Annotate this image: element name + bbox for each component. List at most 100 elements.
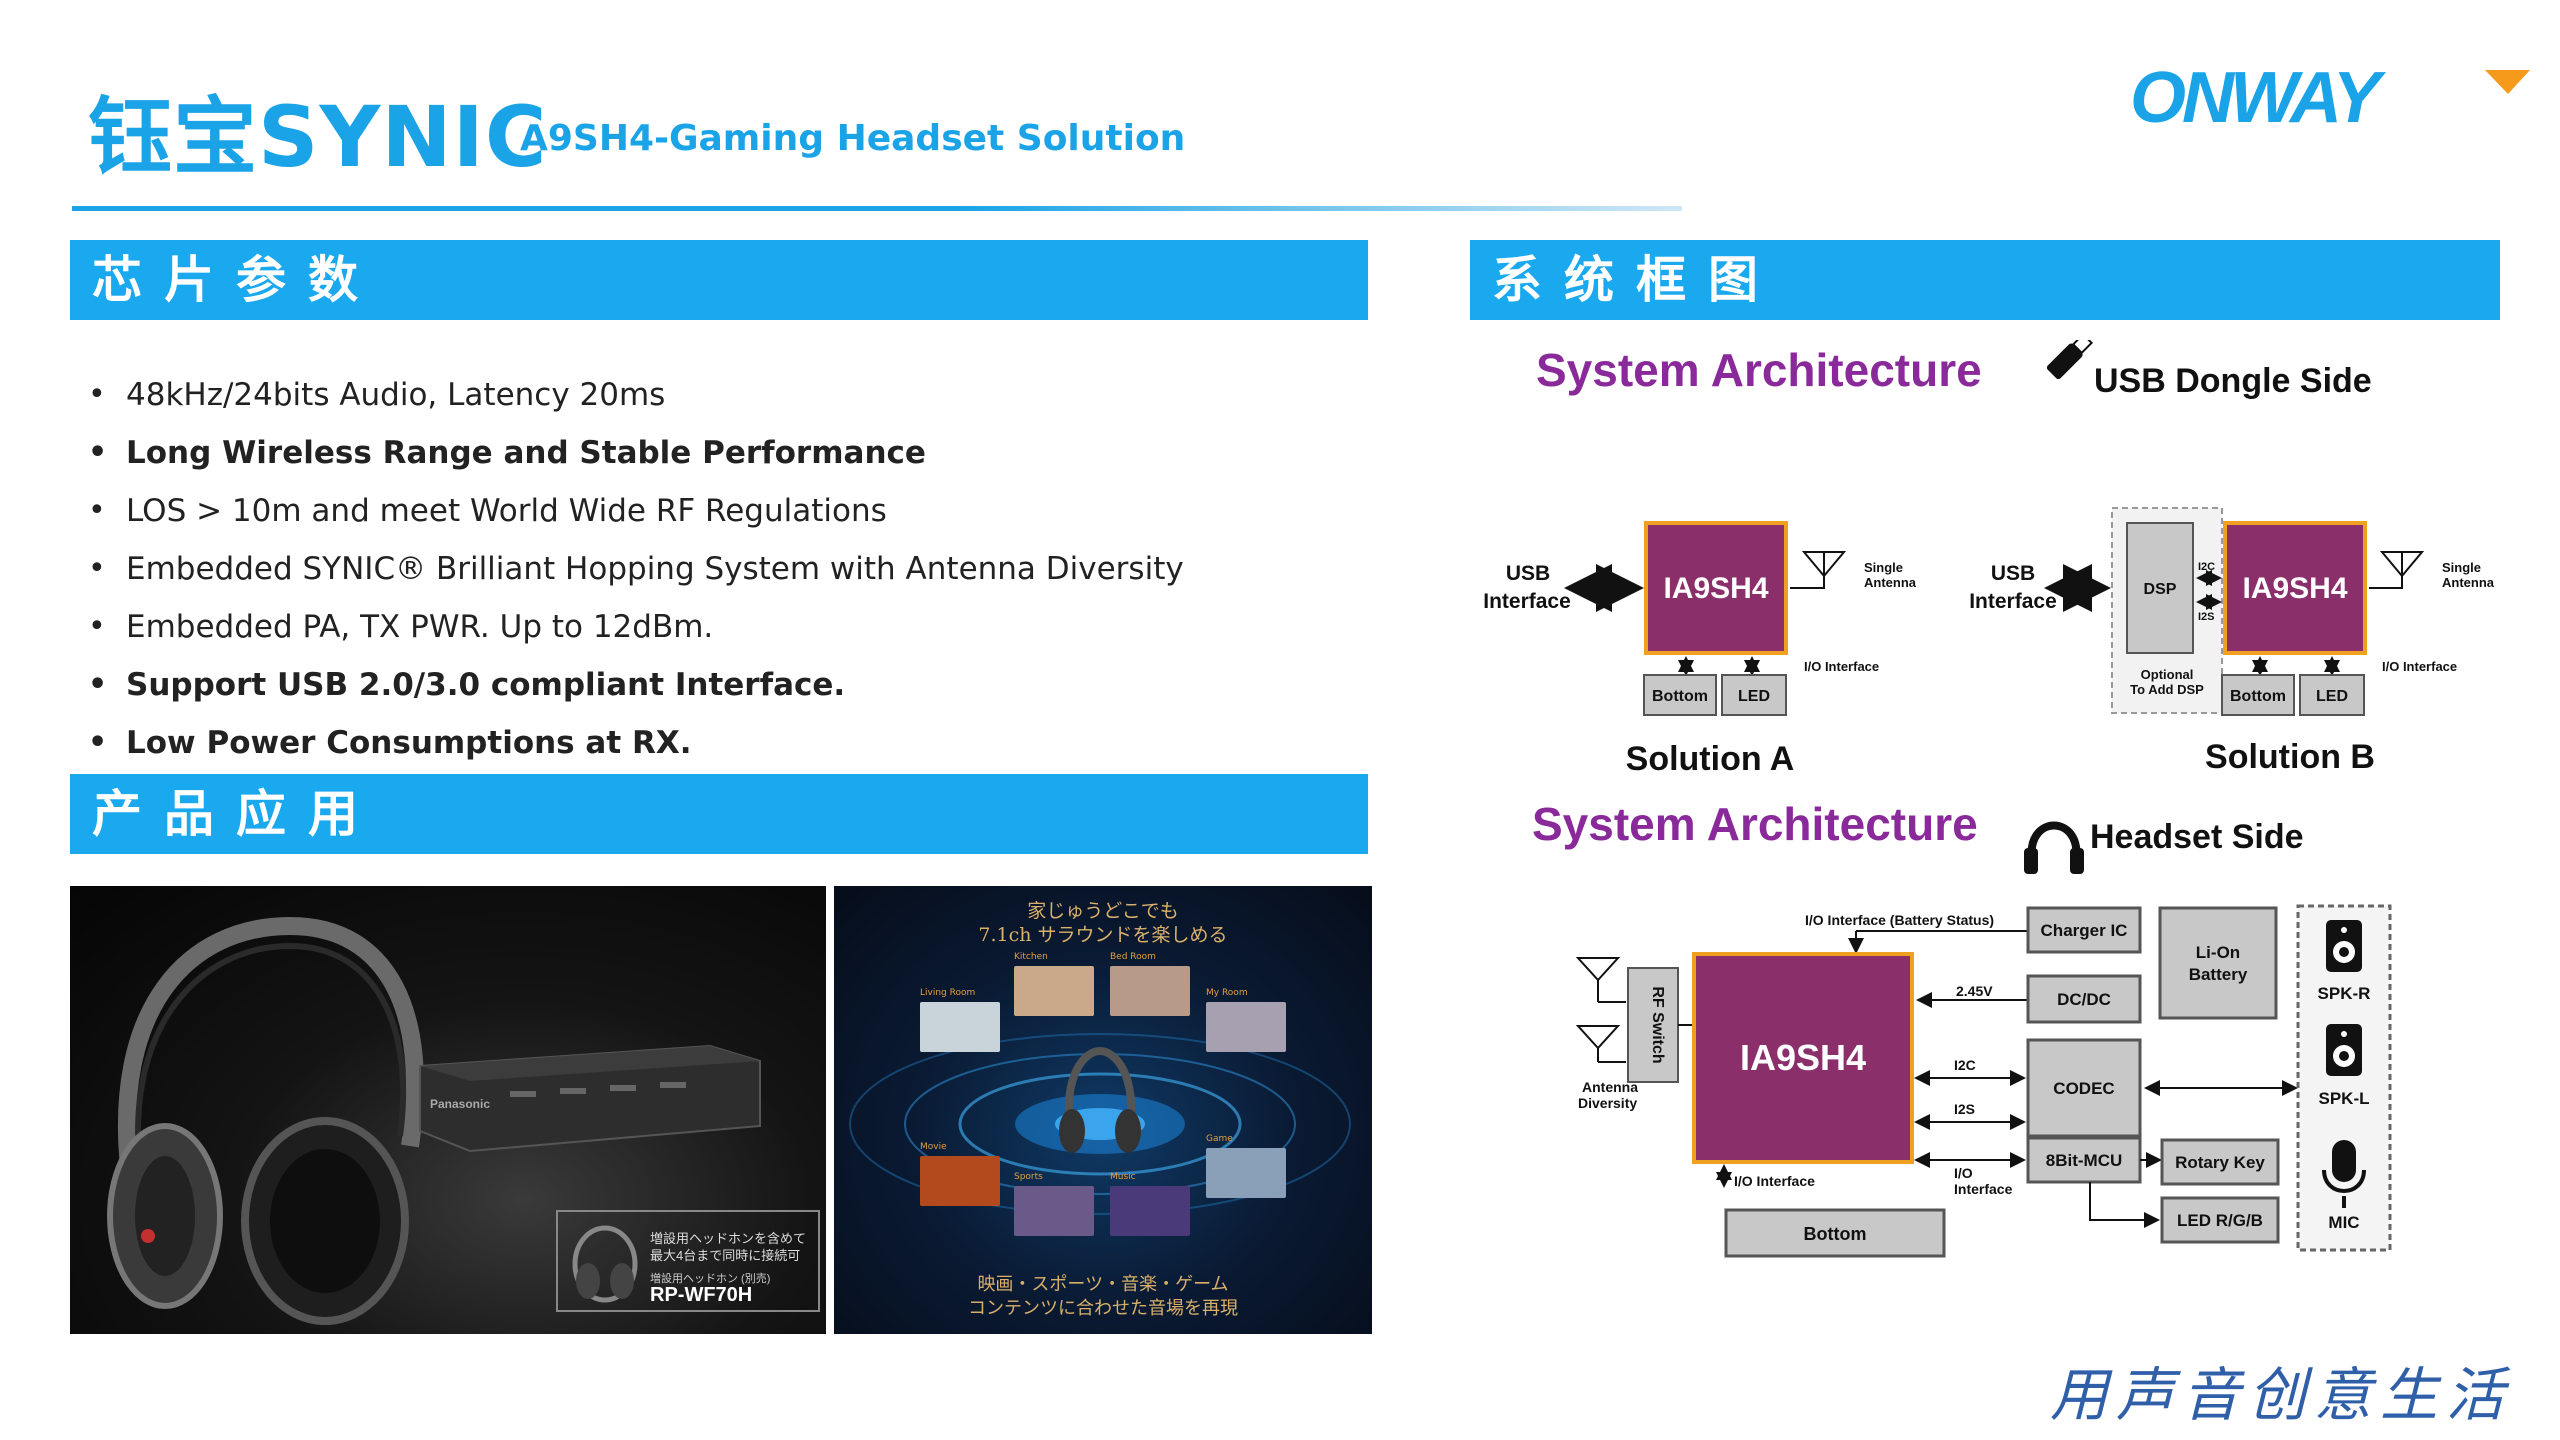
room-living-image <box>920 1002 1000 1052</box>
surround-heading-2: 7.1ch サラウンドを楽しめる <box>978 924 1228 946</box>
room-myroom-image <box>1206 1002 1286 1052</box>
room-label: Kitchen <box>1014 952 1048 962</box>
svg-text:I/O Interface (Battery Status): I/O Interface (Battery Status) <box>1805 912 1994 928</box>
svg-text:To Add DSP: To Add DSP <box>2130 682 2204 697</box>
room-game-image <box>1206 1148 1286 1198</box>
room-movie-image <box>920 1156 1000 1206</box>
chip-b <box>2223 521 2367 655</box>
svg-text:Li-On: Li-On <box>2196 943 2240 962</box>
bottom-box-a <box>1643 674 1717 716</box>
svg-text:I/O: I/O <box>1954 1165 1973 1181</box>
svg-text:Interface: Interface <box>1969 590 2057 613</box>
spec-item: Low Power Consumptions at RX. <box>88 720 1184 778</box>
room-label: Living Room <box>920 988 976 998</box>
solution-a-label: Solution A <box>1626 740 1795 778</box>
arch-title-dongle: System Architecture <box>1536 344 1982 396</box>
svg-text:I/O Interface: I/O Interface <box>2382 659 2457 674</box>
svg-text:Charger IC: Charger IC <box>2041 921 2128 940</box>
spec-item: Long Wireless Range and Stable Performan… <box>88 430 1184 488</box>
svg-text:Optional: Optional <box>2141 667 2194 682</box>
caption-box <box>556 1210 820 1312</box>
battery-box <box>2158 906 2278 1020</box>
headband-icon <box>117 916 424 1178</box>
headphone-center-icon <box>1064 1046 1136 1127</box>
spec-item: Embedded PA, TX PWR. Up to 12dBm. <box>88 604 1184 662</box>
room-label: Bed Room <box>1110 952 1156 962</box>
rf-switch-box <box>1627 967 1679 1083</box>
chip-headset <box>1692 952 1914 1164</box>
svg-text:Single: Single <box>1864 560 1903 575</box>
svg-text:Interface: Interface <box>1954 1181 2013 1197</box>
antenna-b-icon <box>2379 551 2425 578</box>
room-label: Movie <box>920 1142 947 1152</box>
svg-text:Interface: Interface <box>1483 590 1571 613</box>
svg-text:Single: Single <box>2442 560 2481 575</box>
surround-rings <box>849 1033 1351 1215</box>
headphones-illustration: Panasonic 増設用ヘッドホンを含めて 最大4台まで同時に接続可 増設用ヘ… <box>107 916 820 1325</box>
surround-footer-2: コンテンツに合わせた音場を再現 <box>968 1298 1238 1319</box>
bottom-box-headset <box>1724 1208 1946 1258</box>
header-divider <box>72 206 1682 211</box>
svg-text:CODEC: CODEC <box>2053 1079 2114 1098</box>
speaker-left-icon <box>2326 1024 2362 1076</box>
spec-item: 48kHz/24bits Audio, Latency 20ms <box>88 372 1184 430</box>
section-chip-params: 芯片参数 <box>70 240 1368 320</box>
svg-text:SPK-L: SPK-L <box>2319 1089 2370 1108</box>
spec-list: 48kHz/24bits Audio, Latency 20ms Long Wi… <box>88 372 1184 778</box>
antenna-line-a <box>1790 552 1825 589</box>
svg-text:DC/DC: DC/DC <box>2057 990 2111 1009</box>
room-label: Sports <box>1014 1172 1043 1182</box>
svg-text:SPK-R: SPK-R <box>2318 984 2371 1003</box>
svg-text:I/O Interface: I/O Interface <box>1734 1173 1815 1189</box>
svg-text:2.45V: 2.45V <box>1956 983 1993 999</box>
codec-box <box>2026 1038 2142 1138</box>
chip-a <box>1644 521 1788 655</box>
system-architecture-diagram: System Architecture USB Dongle Side USB … <box>1483 340 2495 1258</box>
svg-text:Bottom: Bottom <box>1652 688 1708 705</box>
svg-text:LED: LED <box>1738 688 1770 705</box>
page-subtitle: A9SH4-Gaming Headset Solution <box>520 118 1186 159</box>
svg-text:I2S: I2S <box>1954 1101 1975 1117</box>
spec-item: Support USB 2.0/3.0 compliant Interface. <box>88 662 1184 720</box>
svg-text:IA9SH4: IA9SH4 <box>2242 572 2347 605</box>
onway-logo: ONWAY <box>2130 62 2530 132</box>
svg-text:Antenna: Antenna <box>2442 575 2495 590</box>
svg-text:DSP: DSP <box>2144 581 2177 598</box>
logo-accent <box>2485 70 2530 94</box>
logo-text: ONWAY <box>2130 62 2387 132</box>
svg-text:増設用ヘッドホンを含めて: 増設用ヘッドホンを含めて <box>650 1231 806 1246</box>
product-photo-headphones: Panasonic 増設用ヘッドホンを含めて 最大4台まで同時に接続可 増設用ヘ… <box>70 886 826 1334</box>
svg-text:RP-WF70H: RP-WF70H <box>650 1284 752 1306</box>
svg-text:IA9SH4: IA9SH4 <box>1740 1037 1866 1078</box>
section-system-diagram: 系统框图 <box>1470 240 2500 320</box>
room-kitchen-image <box>1014 966 1094 1016</box>
svg-text:I/O Interface: I/O Interface <box>1804 659 1879 674</box>
room-sports-image <box>1014 1186 1094 1236</box>
led-box-a <box>1721 674 1787 716</box>
spec-item: Embedded SYNIC® Brilliant Hopping System… <box>88 546 1184 604</box>
svg-text:I2C: I2C <box>2198 561 2215 573</box>
charger-ic-box <box>2026 906 2142 954</box>
headset-side-label: Headset Side <box>2090 818 2304 856</box>
antenna-a-icon <box>1801 551 1847 578</box>
svg-text:Bottom: Bottom <box>2230 688 2286 705</box>
svg-text:Antenna: Antenna <box>1864 575 1917 590</box>
svg-text:USB: USB <box>1991 562 2035 585</box>
svg-text:最大4台まで同時に接続可: 最大4台まで同時に接続可 <box>650 1248 800 1263</box>
section-product-apps: 产品应用 <box>70 774 1368 854</box>
svg-text:USB: USB <box>1506 562 1550 585</box>
svg-text:I2S: I2S <box>2198 611 2215 623</box>
surround-heading-1: 家じゅうどこでも <box>1027 900 1179 922</box>
svg-text:LED: LED <box>2316 688 2348 705</box>
svg-text:MIC: MIC <box>2328 1213 2359 1232</box>
room-label: Music <box>1110 1172 1136 1182</box>
svg-text:8Bit-MCU: 8Bit-MCU <box>2046 1151 2123 1170</box>
dcdc-box <box>2026 974 2142 1024</box>
spec-item: LOS > 10m and meet World Wide RF Regulat… <box>88 488 1184 546</box>
brand-title: 钰宝SYNIC <box>88 88 548 186</box>
svg-text:Panasonic: Panasonic <box>430 1097 490 1111</box>
svg-text:LED R/G/B: LED R/G/B <box>2177 1211 2263 1230</box>
room-label: My Room <box>1206 988 1248 998</box>
room-music-image <box>1110 1186 1190 1236</box>
slogan: 用声音创意生活 <box>2050 1361 2513 1429</box>
